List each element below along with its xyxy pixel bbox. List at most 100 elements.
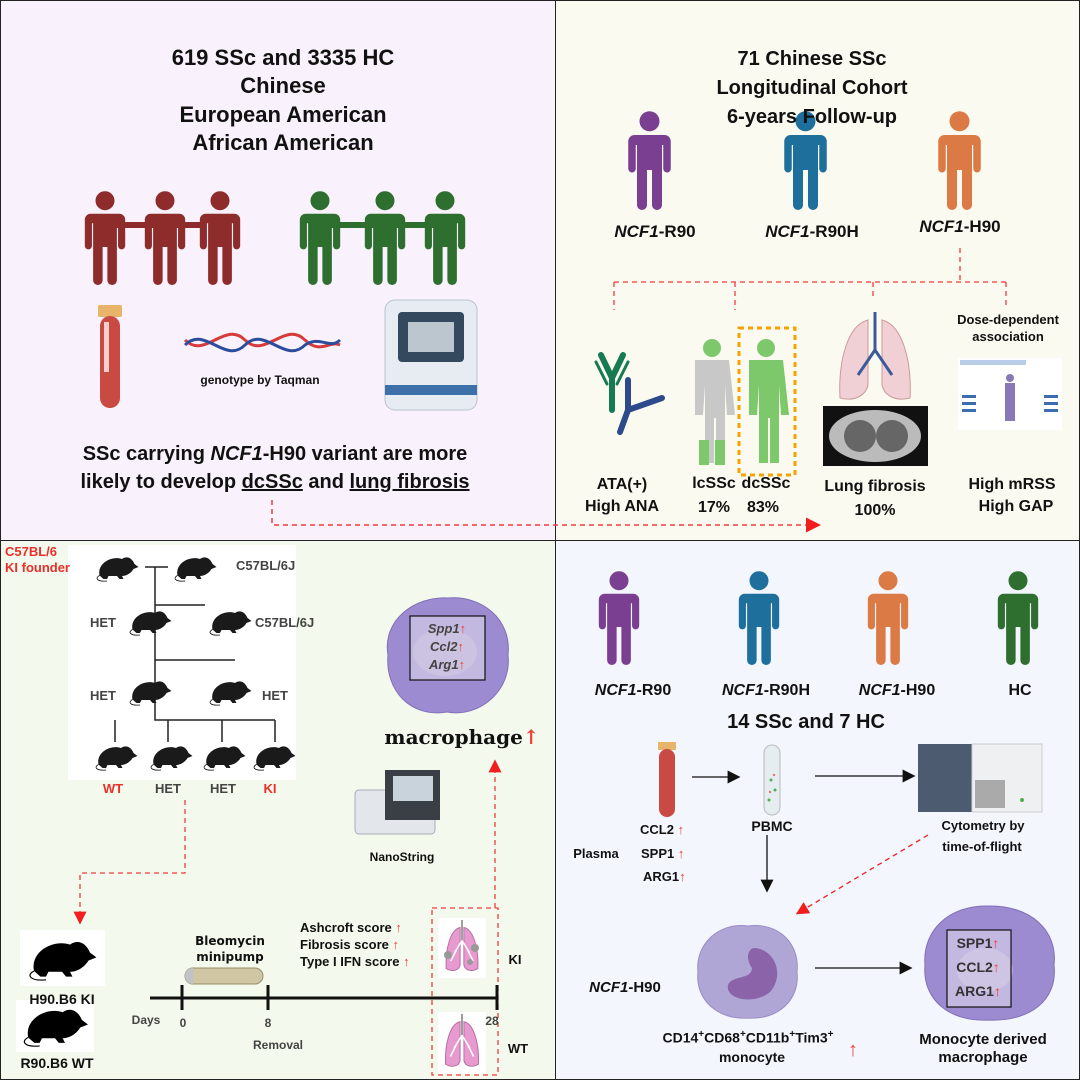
het-label: HET bbox=[90, 688, 116, 703]
monocyte-genotype: NCF1-H90 bbox=[589, 980, 661, 995]
body-chart-image bbox=[958, 358, 1062, 430]
up-arrow-icon: ↑ bbox=[522, 725, 540, 749]
wt-lung-label: WT bbox=[507, 1041, 529, 1056]
dashed-arrow-to-monocyte bbox=[795, 834, 929, 915]
dcssc-term: dcSSc bbox=[241, 471, 303, 493]
person-icon-h90 bbox=[938, 111, 981, 210]
text: and bbox=[302, 471, 350, 493]
br-genotype-hc: HC bbox=[1008, 682, 1032, 699]
antibody-icon bbox=[594, 352, 665, 435]
cytof-machine-icon bbox=[918, 743, 1043, 813]
variant: -R90 bbox=[658, 222, 696, 241]
gene-name: NCF1 bbox=[614, 222, 659, 241]
ana-label: High ANA bbox=[584, 498, 660, 515]
dose-line-2: association bbox=[972, 329, 1044, 344]
up-arrow-icon: ↑ bbox=[403, 954, 410, 969]
nanostring-machine-icon bbox=[354, 770, 440, 835]
pcr-machine-icon bbox=[384, 299, 478, 411]
text: macrophage bbox=[384, 725, 523, 749]
ct-scan-image bbox=[823, 406, 928, 466]
wt-mouse-label: R90.B6 WT bbox=[20, 1055, 94, 1071]
up-arrow-icon: ↑ bbox=[993, 983, 1001, 999]
tick-day-0: 0 bbox=[179, 1016, 187, 1030]
marker: CD14 bbox=[662, 1029, 699, 1046]
pbmc-tube-icon bbox=[763, 744, 781, 816]
dose-line-1: Dose-dependent bbox=[957, 312, 1059, 327]
gene: ARG1 bbox=[955, 983, 994, 999]
up-arrow-icon: ↑ bbox=[677, 822, 685, 837]
lungs-icon bbox=[839, 312, 911, 400]
dcssc-body-icon bbox=[749, 339, 789, 463]
panel-longitudinal-cohort bbox=[555, 0, 1080, 541]
monocyte-cell-icon bbox=[697, 925, 798, 1019]
nanostring-label: NanoString bbox=[369, 850, 435, 864]
offspring-het: HET bbox=[210, 781, 236, 796]
ki-lung-label: KI bbox=[508, 952, 522, 967]
lcssc-body-icon bbox=[695, 339, 735, 465]
up-arrow-icon: ↑ bbox=[458, 657, 466, 672]
gene: Arg1 bbox=[428, 657, 459, 672]
person-icon bbox=[424, 191, 466, 285]
person-icon bbox=[144, 191, 186, 285]
variant: -R90H bbox=[763, 682, 811, 699]
marker: Tim3 bbox=[795, 1029, 828, 1046]
hc-people-group bbox=[299, 191, 466, 285]
up-arrow-icon: ↑ bbox=[992, 959, 1000, 975]
title-line-1: 619 SSc and 3335 HC bbox=[171, 45, 395, 70]
conclusion-line-1: SSc carrying NCF1-H90 variant are more bbox=[83, 444, 468, 464]
monocyte-label: monocyte bbox=[718, 1049, 786, 1065]
gene: Spp1 bbox=[427, 621, 460, 636]
up-arrow-icon: ↑ bbox=[679, 869, 686, 884]
breeding-scheme-background bbox=[68, 545, 296, 780]
title-line-2: Chinese bbox=[240, 73, 326, 98]
up-arrow-icon: ↑ bbox=[457, 639, 464, 654]
variant: -R90 bbox=[636, 682, 672, 699]
title-line-3: European American bbox=[179, 102, 387, 127]
variant: -R90H bbox=[809, 222, 859, 241]
person-icon bbox=[199, 191, 241, 285]
plasma-ccl2: CCL2 ↑ bbox=[640, 823, 684, 836]
person-icon-hc bbox=[997, 571, 1039, 665]
text: Ashcroft score bbox=[300, 920, 392, 935]
timeline-axis bbox=[150, 985, 499, 1010]
gap-label: High GAP bbox=[978, 498, 1054, 515]
variant: -H90 bbox=[900, 682, 936, 699]
flow-arrows bbox=[692, 769, 916, 975]
text: SSc carrying bbox=[82, 443, 211, 465]
mdm-gene-ccl2: CCL2↑ bbox=[956, 960, 1000, 974]
dcssc-highlight-box bbox=[737, 326, 797, 477]
dcssc-percent: 83% bbox=[746, 499, 780, 516]
offspring-ki: KI bbox=[263, 781, 277, 796]
lcssc-label: lcSSc bbox=[692, 475, 736, 492]
variant: -H90 bbox=[628, 979, 661, 996]
dashed-arrow-to-mice bbox=[73, 800, 186, 925]
het-label: HET bbox=[262, 688, 288, 703]
offspring-het: HET bbox=[155, 781, 181, 796]
dcssc-label: dcSSc bbox=[741, 475, 791, 492]
genotype-r90h: NCF1-R90H bbox=[765, 223, 859, 240]
up-arrow-icon: ↑ bbox=[459, 621, 467, 636]
dashed-tree-connector bbox=[613, 248, 1007, 310]
ki-mouse-label: H90.B6 KI bbox=[29, 991, 95, 1007]
panel-genetic-association bbox=[0, 0, 556, 541]
up-arrow-icon: ↑ bbox=[677, 846, 685, 861]
br-genotype-h90: NCF1-H90 bbox=[859, 683, 935, 699]
text: Type I IFN score bbox=[300, 954, 400, 969]
bleomycin-label-1: Bleomycin bbox=[195, 934, 265, 948]
offspring-wt: WT bbox=[102, 781, 124, 796]
cytof-label-2: time-of-flight bbox=[942, 839, 1022, 854]
pbmc-label: PBMC bbox=[751, 818, 793, 834]
lcssc-percent: 17% bbox=[697, 499, 731, 516]
cohort-title-3: 6-years Follow-up bbox=[726, 106, 898, 128]
founder-line-1: C57BL/6 bbox=[5, 544, 58, 559]
fibrosis-patches bbox=[444, 944, 479, 965]
monocyte-up-arrow-icon: ↑ bbox=[848, 1039, 858, 1061]
lung-fibrosis-label: Lung fibrosis bbox=[824, 478, 926, 495]
person-icon-r90 bbox=[628, 111, 671, 210]
dna-icon bbox=[183, 332, 342, 353]
title-line-4: African American bbox=[192, 130, 374, 155]
genotype-h90: NCF1-H90 bbox=[919, 218, 1000, 235]
marker: ARG1 bbox=[643, 869, 680, 884]
text: Fibrosis score bbox=[300, 937, 389, 952]
